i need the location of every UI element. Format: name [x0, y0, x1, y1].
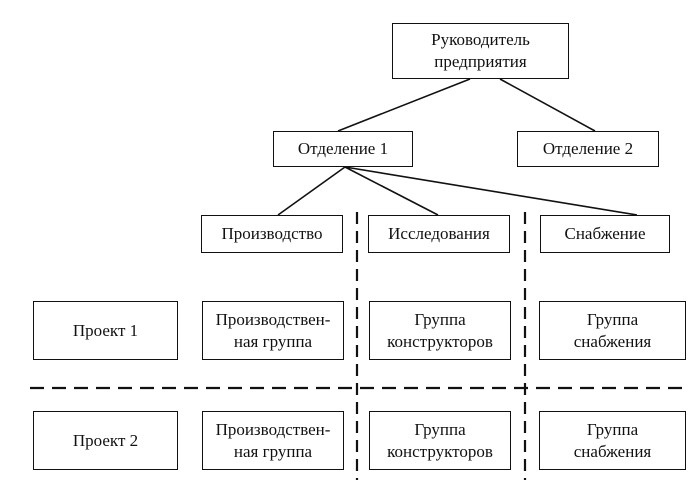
node-project2: Проект 2: [33, 411, 178, 470]
node-p2-production: Производствен-ная группа: [202, 411, 344, 470]
node-supply: Снабжение: [540, 215, 670, 253]
node-production: Производство: [201, 215, 343, 253]
edge-dept1-supply: [344, 166, 638, 216]
node-research: Исследования: [368, 215, 510, 253]
edge-head-dept2: [499, 78, 596, 132]
node-project1: Проект 1: [33, 301, 178, 360]
node-dept2: Отделение 2: [517, 131, 659, 167]
edge-head-dept1: [337, 78, 471, 132]
node-p1-production: Производствен-ная группа: [202, 301, 344, 360]
edge-dept1-research: [344, 166, 439, 216]
node-dept1: Отделение 1: [273, 131, 413, 167]
edge-dept1-production: [277, 166, 346, 216]
